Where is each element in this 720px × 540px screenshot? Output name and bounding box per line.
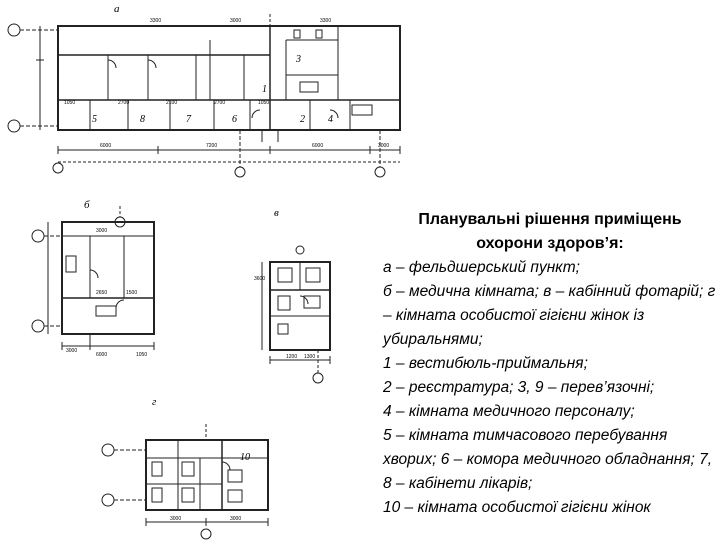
- dim-label: 3300: [150, 18, 161, 24]
- dim-label: 1050: [136, 352, 147, 358]
- room-number: 7: [186, 114, 192, 125]
- caption-line: 1 – вестибюль-приймальня;: [383, 355, 588, 372]
- room-number: 6: [232, 114, 237, 125]
- plan-b-label: б: [84, 199, 90, 211]
- dim-label: 3300: [320, 18, 331, 24]
- plan-v: [261, 245, 331, 384]
- room-number: 4: [328, 114, 333, 125]
- caption-line: 2 – реєстратура; 3, 9 – перев’язочні;: [383, 379, 655, 396]
- dim-label: 1200: [286, 354, 297, 360]
- dim-label: 1050: [258, 100, 269, 106]
- plan-v-label: в: [274, 207, 279, 219]
- caption-line: б – медична кімната; в – кабінний фотарі…: [383, 283, 716, 348]
- dim-label: 1050: [64, 100, 75, 106]
- dim-label: 3000: [378, 143, 389, 149]
- plan-b: [31, 206, 155, 350]
- dim-label: 6000: [96, 352, 107, 358]
- dim-label: 3000: [66, 348, 77, 354]
- dim-label: 1300: [304, 354, 315, 360]
- dim-label: 2700: [118, 100, 129, 106]
- dim-label: 3000: [170, 516, 181, 522]
- dim-label: 6000: [100, 143, 111, 149]
- room-number: 5: [92, 114, 97, 125]
- caption-line: 10 – кімната особистої гігієни жінок: [383, 499, 651, 516]
- dim-label: 3000: [230, 18, 241, 24]
- dim-label: 3600: [254, 276, 265, 282]
- caption-block: Планувальні рішення приміщень охорони зд…: [383, 208, 717, 520]
- dim-label: 2650: [96, 290, 107, 296]
- room-number: 8: [140, 114, 145, 125]
- plan-a-label: а: [114, 3, 120, 15]
- caption-line: а – фельдшерський пункт;: [383, 259, 580, 276]
- dim-label: 2700: [214, 100, 225, 106]
- dim-label: 7200: [206, 143, 217, 149]
- plan-g: [101, 424, 269, 540]
- dim-label: 6000: [312, 143, 323, 149]
- room-number: 10: [240, 452, 250, 463]
- plan-g-label: г: [152, 396, 157, 408]
- plan-a: [7, 14, 401, 178]
- caption-line: 5 – кімната тимчасового перебування хвор…: [383, 427, 713, 492]
- dim-label: 2100: [166, 100, 177, 106]
- dim-label: 3000: [230, 516, 241, 522]
- caption-title: Планувальні рішення приміщень охорони зд…: [418, 211, 682, 252]
- caption-line: 4 – кімната медичного персоналу;: [383, 403, 635, 420]
- dim-label: 1500: [126, 290, 137, 296]
- room-number: 2: [300, 114, 305, 125]
- dim-label: 3000: [96, 228, 107, 234]
- room-number: 3: [295, 54, 301, 65]
- room-number: 1: [262, 84, 267, 95]
